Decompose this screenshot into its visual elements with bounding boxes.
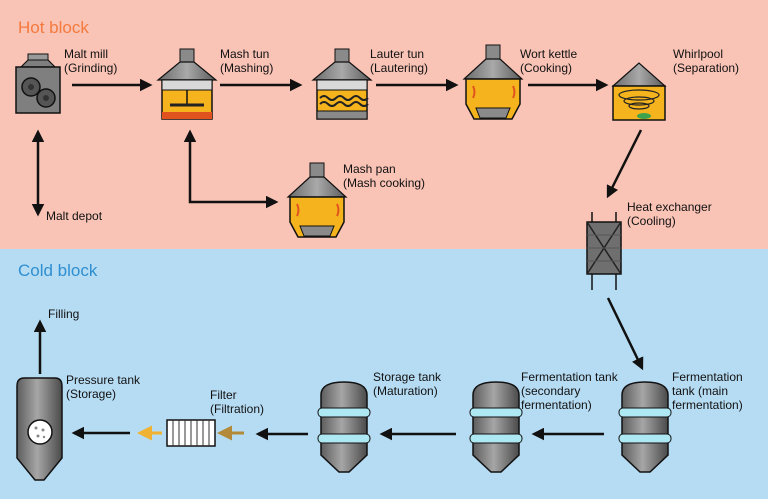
whirlpool-name: Whirlpool: [673, 47, 724, 61]
hot-block-title: Hot block: [18, 18, 89, 37]
fermentation-tank-main-icon: [618, 381, 672, 473]
pressure-tank-name: Pressure tank: [66, 373, 141, 387]
fermentation-main-line2: tank (main: [672, 384, 729, 398]
cold-block-title: Cold block: [18, 261, 98, 280]
fermentation-secondary-line2: (secondary: [521, 384, 581, 398]
filling-label: Filling: [48, 307, 80, 321]
malt-mill-name: Malt mill: [64, 47, 108, 61]
mash-pan-icon: [286, 162, 348, 238]
wort-kettle-process: (Cooking): [520, 61, 573, 75]
heat-exchanger-process: (Cooling): [627, 214, 676, 228]
mash-tun-icon: [156, 48, 218, 120]
wort-kettle-name: Wort kettle: [520, 47, 578, 61]
filter-icon: [166, 419, 216, 447]
mash-tun-name: Mash tun: [220, 47, 270, 61]
fermentation-secondary-line3: fermentation): [521, 398, 592, 412]
malt-mill-icon: [15, 53, 61, 114]
fermentation-main-line3: fermentation): [672, 398, 743, 412]
filter-process: (Filtration): [210, 402, 265, 416]
mash-pan-name: Mash pan: [343, 162, 396, 176]
storage-tank-process: (Maturation): [373, 384, 438, 398]
heat-exchanger-name: Heat exchanger: [627, 200, 712, 214]
mash-tun-process: (Mashing): [220, 61, 274, 75]
wort-kettle-icon: [462, 44, 524, 120]
pressure-tank-process: (Storage): [66, 387, 117, 401]
heat-exchanger-label: Heat exchanger (Cooling): [627, 200, 712, 228]
malt-mill-label: Malt mill (Grinding): [64, 47, 117, 75]
lauter-tun-process: (Lautering): [370, 61, 429, 75]
storage-tank-name: Storage tank: [373, 370, 442, 384]
fermentation-tank-secondary-label: Fermentation tank (secondary fermentatio…: [521, 370, 618, 412]
filter-label: Filter (Filtration): [210, 388, 264, 416]
mash-pan-process: (Mash cooking): [343, 176, 426, 190]
malt-depot-label: Malt depot: [46, 209, 103, 223]
arrow-mash-tun-mash-pan: [183, 129, 279, 209]
fermentation-secondary-line1: Fermentation tank: [521, 370, 618, 384]
fermentation-tank-secondary-icon: [469, 381, 523, 473]
whirlpool-icon: [611, 62, 667, 121]
mash-tun-label: Mash tun (Mashing): [220, 47, 273, 75]
whirlpool-label: Whirlpool (Separation): [673, 47, 739, 75]
storage-tank-icon: [317, 381, 371, 473]
arrow-whirlpool-to-heat-exchanger: [606, 129, 643, 199]
hot-block-background: [0, 0, 768, 249]
mash-pan-label: Mash pan (Mash cooking): [343, 162, 425, 190]
fermentation-main-line1: Fermentation: [672, 370, 743, 384]
whirlpool-process: (Separation): [673, 61, 740, 75]
arrow-heat-exchanger-to-fermentation: [606, 297, 644, 371]
lauter-tun-icon: [311, 48, 373, 120]
lauter-tun-label: Lauter tun (Lautering): [370, 47, 428, 75]
malt-mill-process: (Grinding): [64, 61, 118, 75]
storage-tank-label: Storage tank (Maturation): [373, 370, 441, 398]
pressure-tank-label: Pressure tank (Storage): [66, 373, 140, 401]
wort-kettle-label: Wort kettle (Cooking): [520, 47, 577, 75]
lauter-tun-name: Lauter tun: [370, 47, 425, 61]
filter-name: Filter: [210, 388, 237, 402]
heat-exchanger-icon: [586, 212, 622, 290]
pressure-tank-icon: [16, 377, 63, 481]
fermentation-tank-main-label: Fermentation tank (main fermentation): [672, 370, 743, 412]
